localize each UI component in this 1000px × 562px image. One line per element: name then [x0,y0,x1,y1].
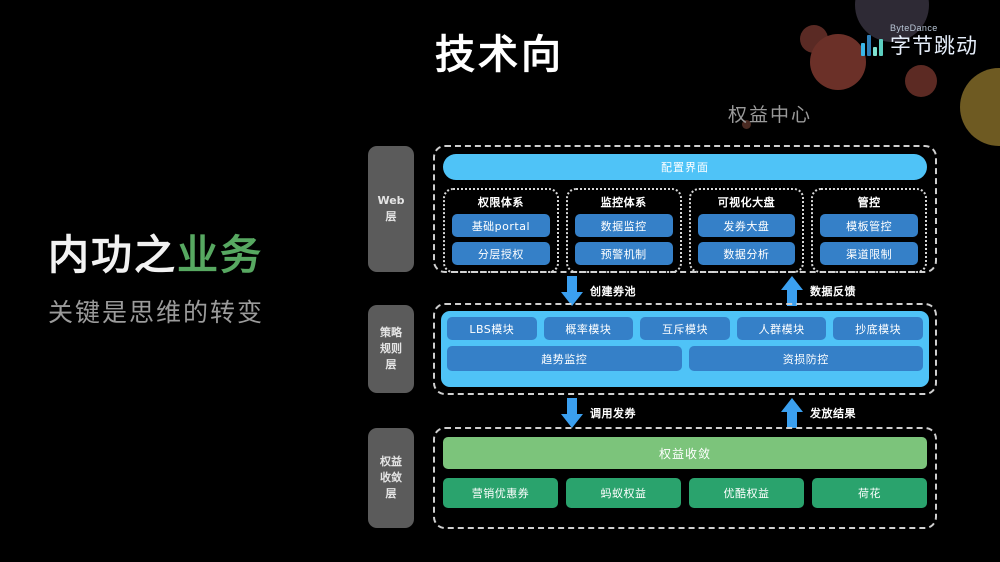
benefit-ant[interactable]: 蚂蚁权益 [566,478,681,508]
module-probability[interactable]: 概率模块 [543,317,634,340]
benefit-youku[interactable]: 优酷权益 [689,478,804,508]
connector-issue-coupon: 调用发券 [561,398,636,428]
layer-tab-benefit-line-2: 层 [385,487,397,500]
layer-tab-strategy-line-0: 策略 [380,326,402,339]
strategy-inner-container: LBS模块 概率模块 互斥模块 人群模块 抄底模块 趋势监控 资损防控 [441,311,929,387]
decorative-circle-0 [800,25,828,53]
connector-create-pool: 创建券池 [561,276,636,306]
lead-subheading: 关键是思维的转变 [48,298,265,328]
left-copy-block: 内功之业务 关键是思维的转变 [48,231,265,329]
connector-data-feedback-label: 数据反馈 [810,285,856,298]
strategy-module-row-1: LBS模块 概率模块 互斥模块 人群模块 抄底模块 [447,317,923,340]
group-monitoring-item-1[interactable]: 预警机制 [574,242,673,265]
layer-box-strategy: LBS模块 概率模块 互斥模块 人群模块 抄底模块 趋势监控 资损防控 [433,303,937,395]
arrow-down-icon [561,398,583,428]
group-visualization-item-0[interactable]: 发券大盘 [697,214,796,237]
web-group-row: 权限体系 基础portal 分层授权 监控体系 数据监控 预警机制 可视化大盘 … [443,188,927,273]
module-bottom-fishing[interactable]: 抄底模块 [833,317,923,340]
lead-heading-plain: 内功之 [48,231,177,279]
module-loss-prevention[interactable]: 资损防控 [688,346,923,371]
arrow-up-icon [781,398,803,428]
connector-create-pool-label: 创建券池 [590,285,636,298]
module-mutex[interactable]: 互斥模块 [640,317,730,340]
layer-tab-strategy-line-2: 层 [385,358,397,371]
group-monitoring: 监控体系 数据监控 预警机制 [565,188,682,273]
group-control-title: 管控 [857,196,881,209]
strategy-module-row-2: 趋势监控 资损防控 [447,346,923,371]
layer-tab-web[interactable]: Web 层 [368,146,414,272]
connector-issue-coupon-label: 调用发券 [590,407,636,420]
group-permission: 权限体系 基础portal 分层授权 [443,188,559,273]
group-visualization: 可视化大盘 发券大盘 数据分析 [688,188,805,273]
connector-data-feedback: 数据反馈 [781,276,856,306]
config-ui-banner[interactable]: 配置界面 [443,154,927,180]
layer-tab-strategy-line-1: 规则 [380,342,402,355]
lead-heading: 内功之业务 [48,231,264,279]
module-trend-monitor[interactable]: 趋势监控 [447,346,682,371]
layer-tab-strategy[interactable]: 策略 规则 层 [368,305,414,393]
layer-box-web: 配置界面 权限体系 基础portal 分层授权 监控体系 数据监控 预警机制 可… [433,145,937,273]
group-permission-item-0[interactable]: 基础portal [452,214,550,237]
group-control: 管控 模板管控 渠道限制 [811,188,927,273]
page-title: 技术向 [435,32,564,78]
benefit-lotus[interactable]: 荷花 [812,478,927,508]
group-control-item-1[interactable]: 渠道限制 [820,242,918,265]
group-permission-title: 权限体系 [477,196,524,209]
layer-tab-web-line-0: Web [377,194,405,207]
architecture-diagram: Web 层 配置界面 权限体系 基础portal 分层授权 监控体系 数据监控 … [365,140,945,540]
layer-tab-benefit[interactable]: 权益 收敛 层 [368,428,414,528]
connector-issue-result: 发放结果 [781,398,856,428]
group-monitoring-title: 监控体系 [600,196,647,209]
group-permission-item-1[interactable]: 分层授权 [452,242,550,265]
layer-tab-web-line-1: 层 [385,210,397,223]
layer-box-benefit: 权益收敛 营销优惠券 蚂蚁权益 优酷权益 荷花 [433,427,937,529]
benefit-convergence-banner[interactable]: 权益收敛 [443,437,927,469]
layer-tab-benefit-line-0: 权益 [380,455,402,468]
brand-name-cn: 字节跳动 [890,34,978,58]
group-monitoring-item-0[interactable]: 数据监控 [574,214,673,237]
decorative-circle-1 [810,34,866,90]
decorative-circle-3 [905,65,937,97]
module-lbs[interactable]: LBS模块 [447,317,537,340]
bytedance-bars-icon [861,34,883,56]
benefit-item-row: 营销优惠券 蚂蚁权益 优酷权益 荷花 [443,478,927,508]
arrow-up-icon [781,276,803,306]
bytedance-logo: ByteDance 字节跳动 [861,24,978,57]
lead-heading-highlight: 业务 [177,231,263,279]
connector-issue-result-label: 发放结果 [810,407,856,420]
arrow-down-icon [561,276,583,306]
layer-tab-benefit-line-1: 收敛 [380,471,402,484]
benefit-marketing-coupon[interactable]: 营销优惠券 [443,478,558,508]
group-visualization-title: 可视化大盘 [717,196,776,209]
group-control-item-0[interactable]: 模板管控 [820,214,918,237]
brand-name-en: ByteDance [890,23,938,33]
group-visualization-item-1[interactable]: 数据分析 [697,242,796,265]
diagram-title: 权益中心 [727,104,812,126]
module-crowd[interactable]: 人群模块 [736,317,827,340]
